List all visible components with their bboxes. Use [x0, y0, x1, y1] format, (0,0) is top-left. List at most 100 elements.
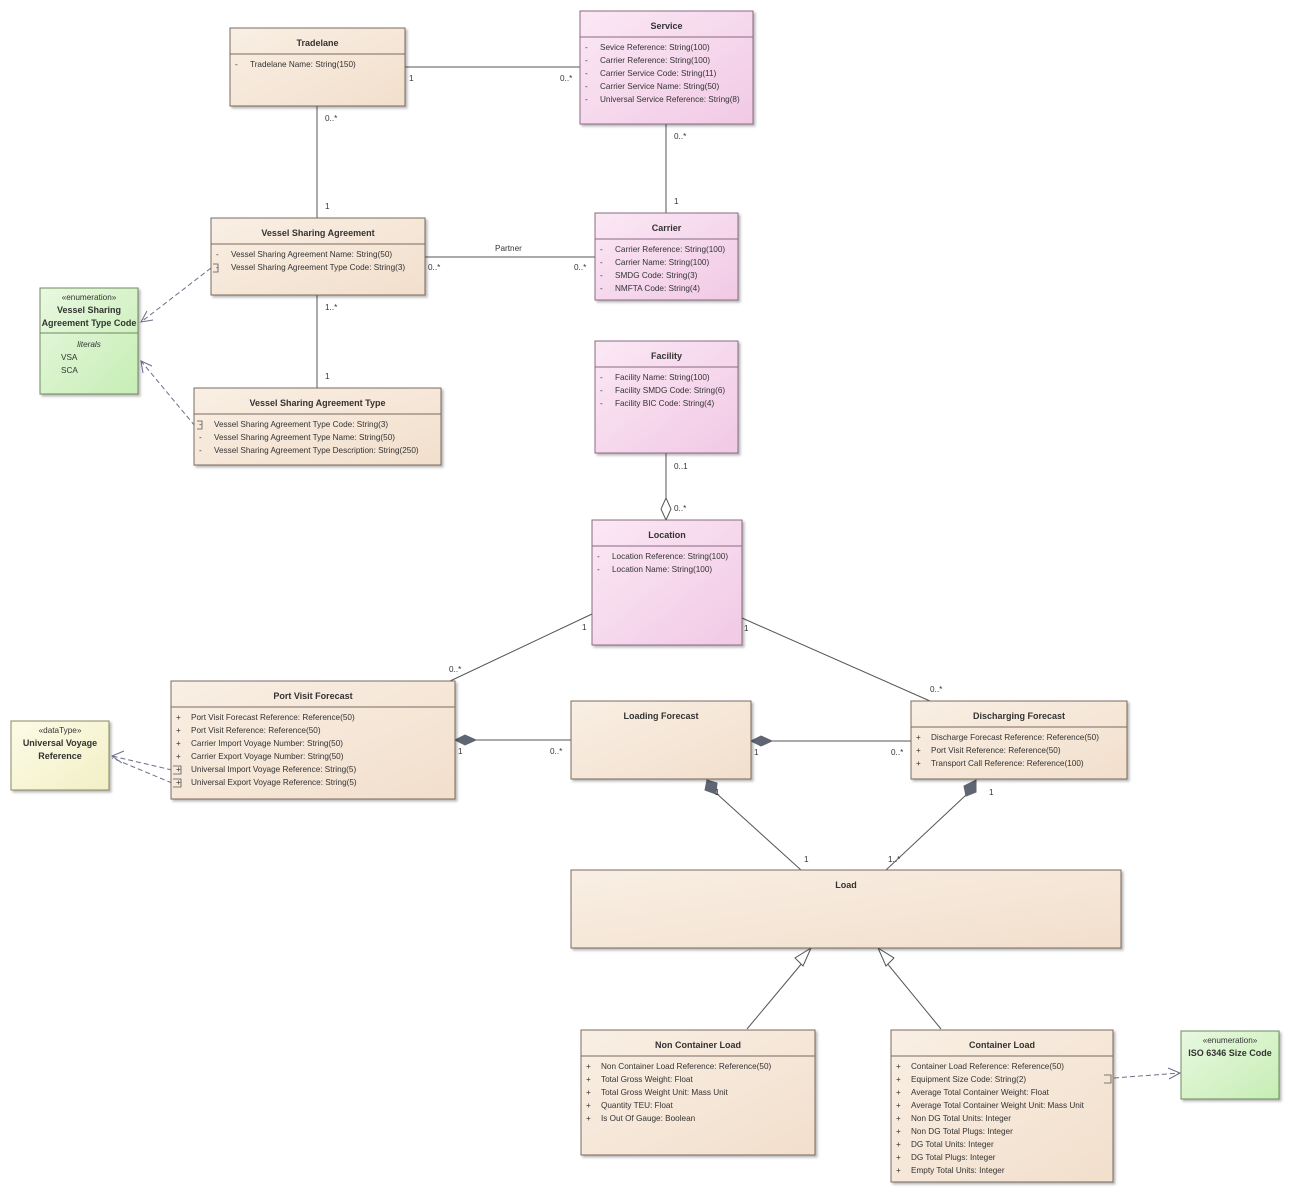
attribute-visibility: -: [600, 271, 603, 280]
attribute-text: Discharge Forecast Reference: Reference(…: [931, 733, 1099, 742]
attribute-visibility: +: [896, 1101, 901, 1110]
mult-location-port-visit-source: 1: [582, 623, 587, 632]
attribute-text: Average Total Container Weight: Float: [911, 1088, 1050, 1097]
dependency-iso-size-code-arrow: [1167, 1067, 1182, 1080]
attribute-text: Empty Total Units: Integer: [911, 1166, 1005, 1175]
enum-iso-6346-size-code[interactable]: «enumeration» ISO 6346 Size Code: [1180, 1030, 1280, 1100]
attribute-visibility: +: [916, 746, 921, 755]
class-container-load[interactable]: Container Load+Container Load Reference:…: [890, 1029, 1114, 1183]
class-non-container-load[interactable]: Non Container Load+Non Container Load Re…: [580, 1029, 816, 1156]
attribute-text: Transport Call Reference: Reference(100): [931, 759, 1084, 768]
mult-tradelane-service-target: 0..*: [560, 74, 573, 83]
enum-vsa-title-line-1: Vessel Sharing: [57, 305, 121, 315]
attribute-text: Facility SMDG Code: String(6): [615, 386, 725, 395]
attribute-visibility: +: [176, 778, 181, 787]
class-tradelane[interactable]: Tradelane-Tradelane Name: String(150): [229, 27, 406, 107]
attribute-visibility: +: [586, 1088, 591, 1097]
attribute-text: Carrier Service Code: String(11): [600, 69, 717, 78]
dependency-export-voyage[interactable]: [111, 757, 173, 784]
class-box-frame: [229, 27, 406, 107]
class-discharging-forecast[interactable]: Discharging Forecast+Discharge Forecast …: [910, 700, 1128, 780]
attribute-text: Location Reference: String(100): [612, 552, 728, 561]
attribute-text: Facility Name: String(100): [615, 373, 710, 382]
attribute-visibility: +: [586, 1075, 591, 1084]
composition-diamond-port-visit: [453, 734, 478, 746]
attribute-visibility: -: [216, 263, 219, 272]
enum-vessel-sharing-agreement-type-code[interactable]: «enumeration» Vessel Sharing Agreement T…: [39, 287, 139, 395]
mult-facility-location-target: 0..*: [674, 504, 687, 513]
class-port-visit-forecast[interactable]: Port Visit Forecast+Port Visit Forecast …: [170, 680, 456, 800]
attribute-visibility: +: [586, 1101, 591, 1110]
attribute-visibility: -: [600, 245, 603, 254]
attribute-text: Quantity TEU: Float: [601, 1101, 673, 1110]
generalization-non-container-load[interactable]: [746, 961, 804, 1030]
mult-facility-location-source: 0..1: [674, 462, 688, 471]
assoc-loading-load[interactable]: [715, 792, 802, 871]
mult-discharging-load-target: 1..*: [888, 855, 901, 864]
class-location[interactable]: Location-Location Reference: String(100)…: [591, 519, 743, 646]
mult-tradelane-vsa-source: 0..*: [325, 114, 338, 123]
assoc-location-port-visit[interactable]: [447, 613, 593, 683]
class-vessel-sharing-agreement-type[interactable]: Vessel Sharing Agreement Type - Vessel Sha…: [193, 387, 442, 466]
generalization-container-load[interactable]: [885, 961, 942, 1030]
class-box-frame: [570, 700, 752, 780]
attribute-text: SMDG Code: String(3): [615, 271, 698, 280]
class-title: Non Container Load: [655, 1040, 741, 1050]
mult-location-discharging-target: 0..*: [930, 685, 943, 694]
attribute-text: Vessel Sharing Agreement Type Name: Stri…: [214, 433, 395, 442]
mult-loading-load-target: 1: [804, 855, 809, 864]
class-box-frame: [570, 869, 1122, 949]
mult-vsa-type-target: 1: [325, 372, 330, 381]
attribute-text: Sevice Reference: String(100): [600, 43, 710, 52]
class-service[interactable]: Service-Sevice Reference: String(100)-Ca…: [579, 10, 754, 125]
mult-loading-discharging-target: 0..*: [891, 748, 904, 757]
link-marker-pvf-import: [173, 765, 182, 775]
class-carrier[interactable]: Carrier-Carrier Reference: String(100)-C…: [594, 212, 739, 301]
attribute-link-markers: [173, 263, 1112, 1084]
link-marker-container-load: [1104, 1074, 1112, 1084]
class-title: Vessel Sharing Agreement: [261, 228, 374, 238]
attribute-text: Port Visit Reference: Reference(50): [191, 726, 321, 735]
attribute-visibility: -: [199, 420, 202, 429]
attribute-text: Carrier Reference: String(100): [600, 56, 710, 65]
attribute-visibility: +: [916, 733, 921, 742]
class-vessel-sharing-agreement[interactable]: Vessel Sharing Agreement-Vessel Sharing …: [210, 217, 426, 296]
attribute-text: Carrier Reference: String(100): [615, 245, 725, 254]
generalization-arrow-container: [876, 946, 895, 967]
enum-vsa-literal: VSA: [61, 353, 78, 362]
attribute-visibility: +: [896, 1140, 901, 1149]
dependency-vsatype-enum[interactable]: [140, 360, 196, 427]
attribute-visibility: -: [597, 552, 600, 561]
enum-vsa-literals-label: literals: [77, 340, 101, 349]
class-title: Port Visit Forecast: [273, 691, 352, 701]
class-title: Carrier: [652, 223, 682, 233]
class-facility[interactable]: Facility-Facility Name: String(100)-Faci…: [594, 340, 739, 454]
class-box-frame: [591, 519, 743, 646]
dependency-vsatype-enum-arrow: [140, 360, 153, 374]
mult-port-visit-loading-source: 1: [458, 747, 463, 756]
attribute-visibility: +: [176, 726, 181, 735]
assoc-discharging-load[interactable]: [885, 794, 967, 871]
dependency-vsa-enum-arrow: [140, 310, 154, 323]
assoc-location-discharging[interactable]: [741, 617, 931, 702]
class-load[interactable]: Load: [570, 869, 1122, 949]
attribute-visibility: +: [896, 1127, 901, 1136]
class-title: Loading Forecast: [623, 711, 698, 721]
class-title: Vessel Sharing Agreement Type: [249, 398, 385, 408]
mult-tradelane-vsa-target: 1: [325, 202, 330, 211]
attribute-text: Container Load Reference: Reference(50): [911, 1062, 1064, 1071]
attribute-text: Is Out Of Gauge: Boolean: [601, 1114, 696, 1123]
dependency-vsa-enum[interactable]: [140, 267, 212, 323]
attribute-text: Carrier Export Voyage Number: String(50): [191, 752, 344, 761]
mult-location-port-visit-target: 0..*: [449, 665, 462, 674]
class-title: Facility: [651, 351, 682, 361]
assoc-vsa-carrier-label: Partner: [495, 244, 522, 253]
composition-diamond-loading: [749, 735, 774, 747]
mult-location-discharging-source: 1: [744, 624, 749, 633]
attribute-visibility: -: [585, 69, 588, 78]
dependency-iso-size-code[interactable]: [1113, 1072, 1181, 1079]
datatype-universal-voyage-reference[interactable]: «dataType» Universal Voyage Reference: [10, 720, 110, 791]
mult-service-carrier-source: 0..*: [674, 132, 687, 141]
dependency-import-voyage[interactable]: [111, 755, 173, 771]
class-loading-forecast[interactable]: Loading Forecast: [570, 700, 752, 780]
